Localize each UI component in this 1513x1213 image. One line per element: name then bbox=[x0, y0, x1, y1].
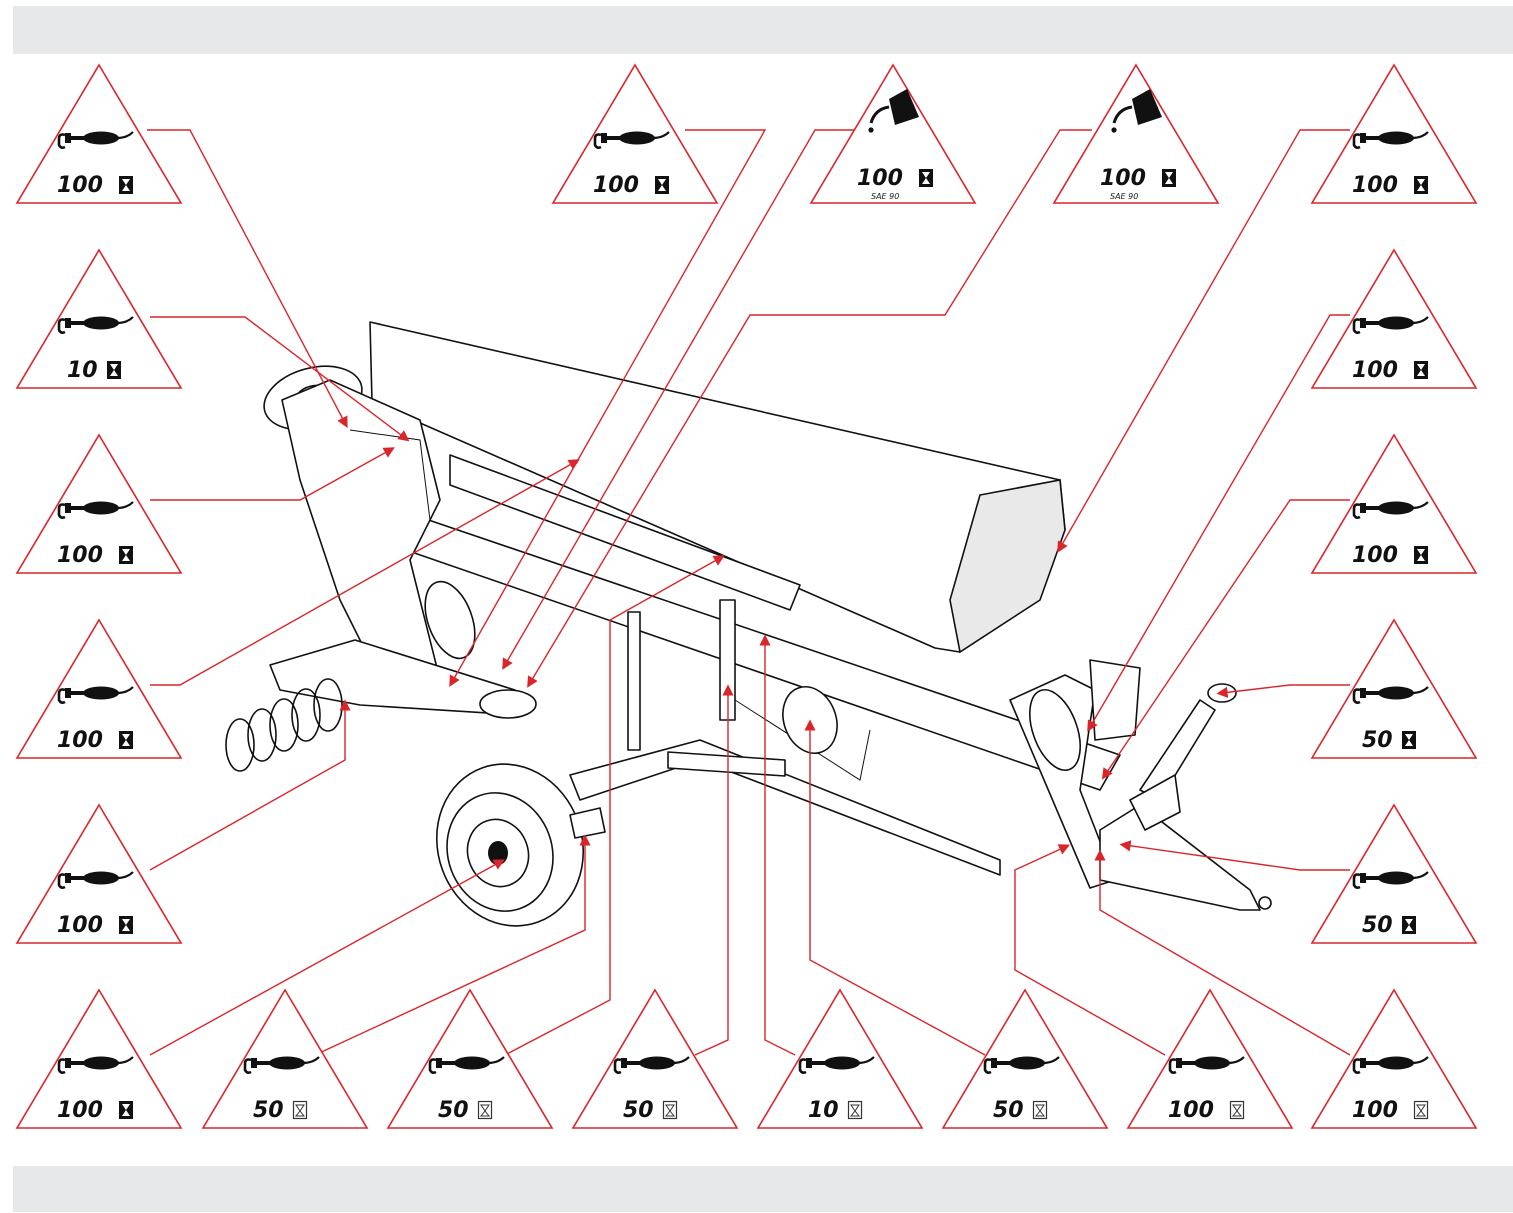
leader-L6 bbox=[149, 859, 505, 1056]
oil-grade: SAE 90 bbox=[1110, 192, 1138, 201]
hourglass-icon bbox=[1032, 1100, 1048, 1120]
interval-value: 50 bbox=[1362, 913, 1393, 938]
lube-label-B3: 50 bbox=[386, 988, 554, 1129]
hourglass-icon bbox=[1414, 546, 1428, 564]
lube-label-R1: 100 bbox=[1310, 63, 1478, 204]
hourglass-icon bbox=[292, 1100, 308, 1120]
hourglass-icon bbox=[919, 169, 933, 187]
hourglass-icon bbox=[1402, 916, 1416, 934]
lube-label-T3: 100 SAE 90 bbox=[1052, 63, 1220, 204]
interval-value: 10 bbox=[808, 1098, 839, 1123]
leader-B7 bbox=[1014, 844, 1166, 1056]
interval-value: 100 bbox=[1168, 1098, 1214, 1123]
lube-label-L6: 100 bbox=[15, 988, 183, 1129]
hourglass-icon bbox=[662, 1100, 678, 1120]
lube-label-B6: 50 bbox=[941, 988, 1109, 1129]
interval-value: 100 bbox=[857, 166, 903, 191]
leader-L3 bbox=[150, 447, 395, 501]
hourglass-icon bbox=[119, 1101, 133, 1119]
lube-label-L3: 100 bbox=[15, 433, 183, 574]
interval-value: 100 bbox=[1100, 166, 1146, 191]
warning-triangle bbox=[809, 63, 977, 204]
interval-value: 100 bbox=[1352, 1098, 1398, 1123]
interval-value: 100 bbox=[57, 1098, 103, 1123]
hourglass-icon bbox=[119, 546, 133, 564]
leader-B2 bbox=[314, 834, 591, 1056]
leader-L4 bbox=[150, 459, 580, 686]
leader-R1 bbox=[1057, 129, 1350, 553]
interval-value: 50 bbox=[253, 1098, 284, 1123]
lube-label-R5: 50 bbox=[1310, 803, 1478, 944]
lube-label-T1: 100 bbox=[551, 63, 719, 204]
hourglass-icon bbox=[1414, 176, 1428, 194]
hourglass-icon bbox=[119, 176, 133, 194]
hourglass-icon bbox=[1414, 361, 1428, 379]
lube-label-B2: 50 bbox=[201, 988, 369, 1129]
leader-L5 bbox=[149, 699, 351, 871]
hourglass-icon bbox=[107, 361, 121, 379]
leader-L2 bbox=[150, 316, 410, 442]
interval-value: 50 bbox=[438, 1098, 469, 1123]
lube-label-B7: 100 bbox=[1126, 988, 1294, 1129]
hourglass-icon bbox=[119, 731, 133, 749]
lube-label-B5: 10 bbox=[756, 988, 924, 1129]
leader-R4 bbox=[1216, 684, 1350, 698]
hourglass-icon bbox=[847, 1100, 863, 1120]
leader-B3 bbox=[504, 555, 725, 1056]
interval-value: 100 bbox=[57, 173, 103, 198]
leader-lines bbox=[147, 129, 1351, 1056]
interval-value: 100 bbox=[57, 728, 103, 753]
wheel bbox=[435, 763, 606, 927]
hourglass-icon bbox=[119, 916, 133, 934]
lube-label-B8: 100 bbox=[1310, 988, 1478, 1129]
leader-T2 bbox=[502, 129, 855, 670]
interval-value: 50 bbox=[1362, 728, 1393, 753]
hourglass-icon bbox=[655, 176, 669, 194]
lubrication-labels: 100 10 100 100 100 bbox=[15, 63, 1478, 1129]
lube-label-L5: 100 bbox=[15, 803, 183, 944]
leader-R3 bbox=[1101, 499, 1350, 780]
leader-T3 bbox=[527, 129, 1092, 688]
top-bar bbox=[13, 6, 1513, 54]
leader-T1 bbox=[449, 129, 767, 687]
lube-label-B4: 50 bbox=[571, 988, 739, 1129]
hourglass-icon bbox=[1162, 169, 1176, 187]
hourglass-icon bbox=[1413, 1100, 1429, 1120]
interval-value: 100 bbox=[57, 913, 103, 938]
interval-value: 100 bbox=[1352, 543, 1398, 568]
leader-R2 bbox=[1087, 314, 1350, 732]
bottom-bar bbox=[13, 1166, 1513, 1212]
lube-label-R4: 50 bbox=[1310, 618, 1478, 759]
hourglass-icon bbox=[477, 1100, 493, 1120]
leader-B8 bbox=[1094, 849, 1351, 1056]
leader-B4 bbox=[694, 684, 734, 1056]
warning-triangle bbox=[1052, 63, 1220, 204]
lube-label-L4: 100 bbox=[15, 618, 183, 759]
interval-value: 100 bbox=[593, 173, 639, 198]
auger-machine bbox=[225, 321, 1272, 927]
oil-grade: SAE 90 bbox=[871, 192, 899, 201]
lube-label-L1: 100 bbox=[15, 63, 183, 204]
interval-value: 50 bbox=[623, 1098, 654, 1123]
interval-value: 100 bbox=[1352, 173, 1398, 198]
interval-value: 10 bbox=[67, 358, 98, 383]
hourglass-icon bbox=[1402, 731, 1416, 749]
lube-label-R2: 100 bbox=[1310, 248, 1478, 389]
leader-B6 bbox=[804, 719, 986, 1056]
interval-value: 100 bbox=[57, 543, 103, 568]
hourglass-icon bbox=[1229, 1100, 1245, 1120]
leader-B5 bbox=[759, 634, 796, 1056]
lube-label-T2: 100 SAE 90 bbox=[809, 63, 977, 204]
lube-label-L2: 10 bbox=[15, 248, 183, 389]
leader-R5 bbox=[1119, 840, 1350, 871]
lube-label-R3: 100 bbox=[1310, 433, 1478, 574]
interval-value: 50 bbox=[993, 1098, 1024, 1123]
interval-value: 100 bbox=[1352, 358, 1398, 383]
leader-L1 bbox=[147, 129, 348, 428]
